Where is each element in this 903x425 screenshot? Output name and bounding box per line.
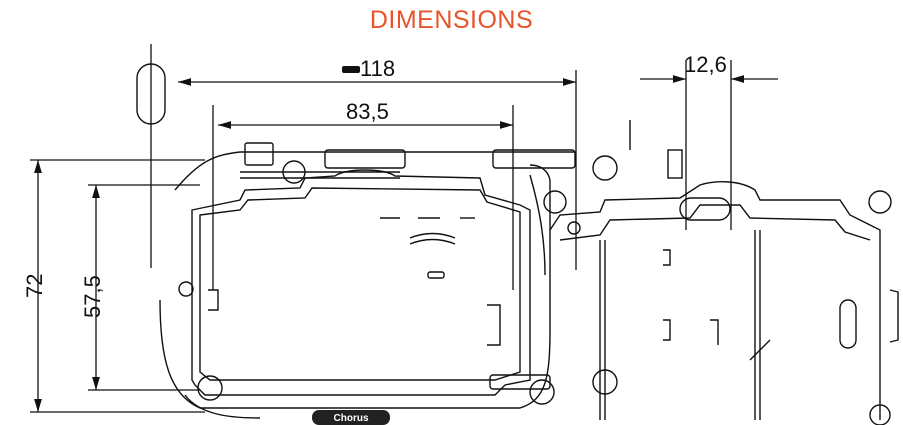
overall-width-label: 118 <box>360 56 395 81</box>
dimension-lines <box>30 44 778 413</box>
front-view-outline <box>136 63 581 419</box>
page-title: DIMENSIONS <box>369 6 534 34</box>
inner-height-label: 57,5 <box>80 275 105 318</box>
side-view-outline <box>529 120 899 425</box>
brand-logo-text: Chorus <box>334 413 369 424</box>
inner-width-label: 83,5 <box>346 99 389 124</box>
overall-height-label: 72 <box>22 274 47 298</box>
side-depth-label: 12,6 <box>684 52 727 77</box>
brand-logo: Chorus <box>312 410 390 425</box>
connector-icon <box>342 66 360 73</box>
